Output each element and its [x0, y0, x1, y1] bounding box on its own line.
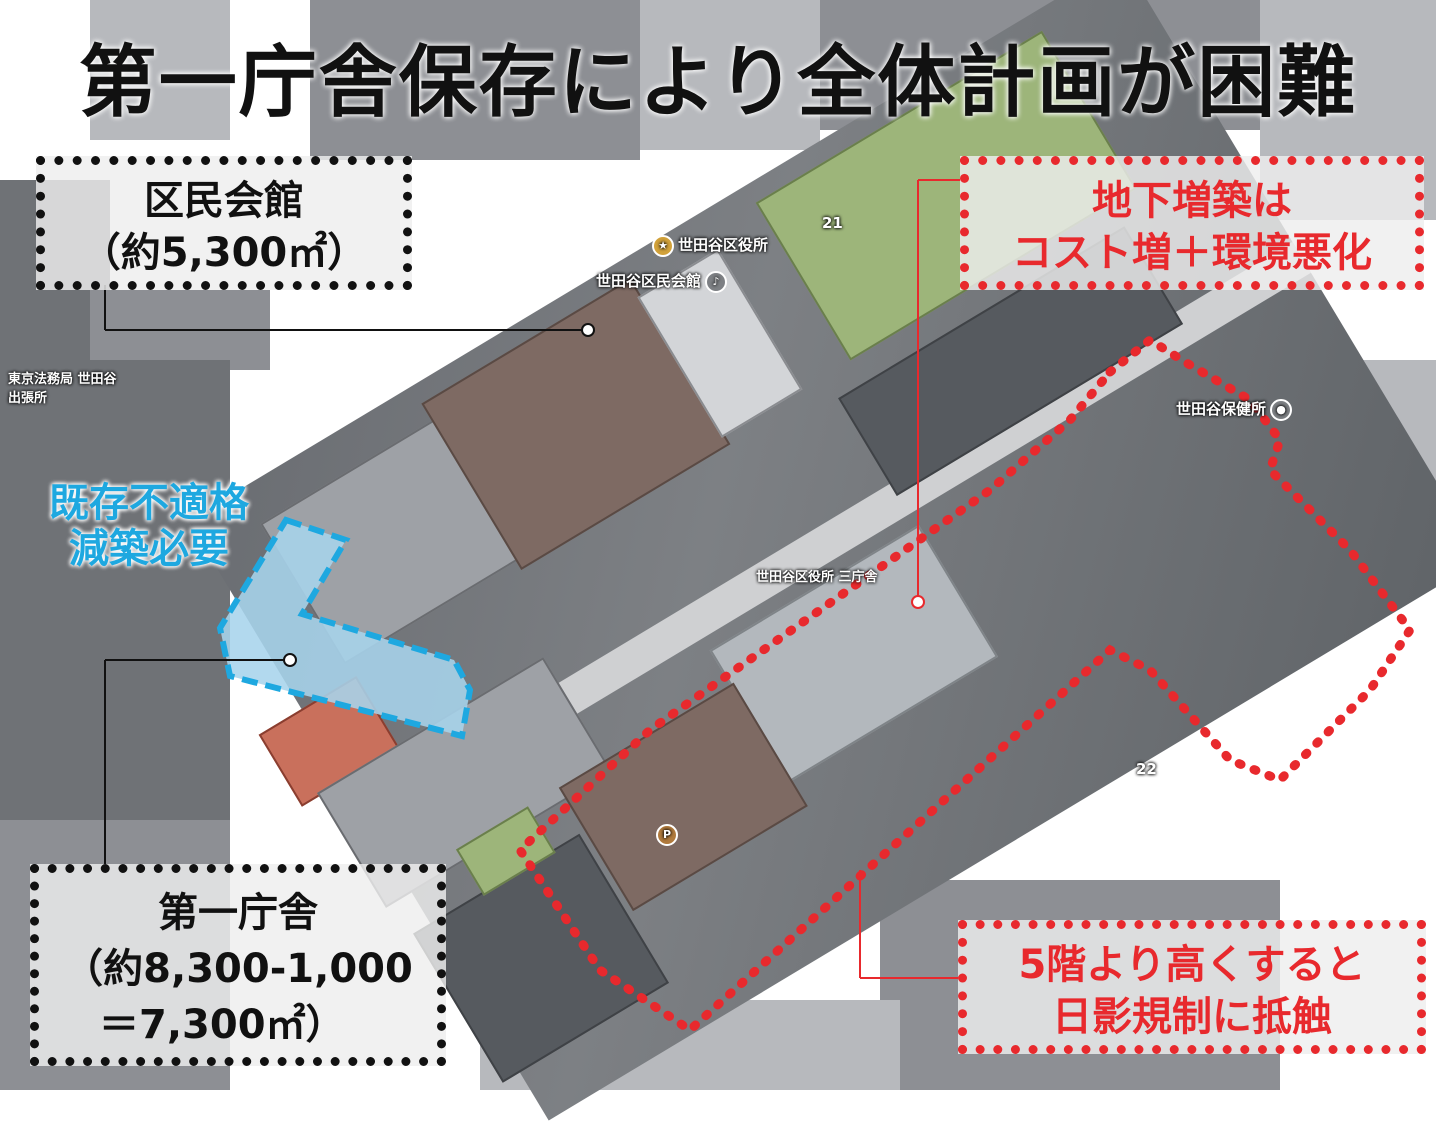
map-tile	[90, 0, 230, 140]
map-tile	[310, 0, 640, 160]
callout-daiichi-chosha: 第一庁舎 （約8,300-1,000 ＝7,300㎡）	[30, 864, 446, 1066]
map-label-health-center: 世田谷保健所●	[1176, 398, 1296, 421]
callout-line: （約5,300㎡）	[80, 230, 368, 276]
page-title: 第一庁舎保存により全体計画が困難	[78, 38, 1358, 128]
map-label-lot-21: 21	[822, 214, 843, 232]
leader-dot-underground	[911, 595, 925, 609]
map-tile	[0, 360, 230, 820]
leader-dot-daiichi	[283, 653, 297, 667]
map-label-legal-affairs: 東京法務局 世田谷出張所	[8, 372, 117, 406]
leader-dot-kumin	[581, 323, 595, 337]
callout-line: （約8,300-1,000	[63, 946, 413, 992]
callout-line: コスト増＋環境悪化	[1012, 230, 1372, 276]
cyan-line: 既存不適格	[49, 480, 249, 526]
map-label-ward-office: ★世田谷区役所	[652, 234, 768, 257]
callout-line: 区民会館	[144, 178, 304, 224]
callout-shadow-regulation: 5階より高くすると 日影規制に抵触	[958, 920, 1426, 1054]
callout-line: 第一庁舎	[158, 890, 318, 936]
map-tile	[640, 0, 820, 150]
star-icon: ★	[652, 234, 674, 257]
callout-line: 5階より高くすると	[1018, 942, 1366, 988]
parking-marker: P	[656, 824, 682, 846]
map-label-kumin-kaikan: 世田谷区民会館♪	[596, 270, 731, 293]
reduction-area	[216, 516, 474, 740]
callout-underground-extension: 地下増築は コスト増＋環境悪化	[960, 156, 1424, 290]
callout-line: ＝7,300㎡）	[99, 1002, 346, 1048]
parking-icon: P	[656, 824, 678, 846]
annotation-layer	[104, 179, 1416, 1036]
callout-kumin-kaikan: 区民会館 （約5,300㎡）	[36, 156, 412, 290]
location-icon: ●	[1270, 398, 1293, 421]
callout-line: 日影規制に抵触	[1052, 994, 1332, 1040]
callout-line: 地下増築は	[1092, 178, 1292, 224]
red-dotted-boundary	[514, 334, 1416, 1036]
cyan-line: 減築必要	[69, 526, 229, 572]
map-label-third-building: 世田谷区役所 三庁舎	[756, 570, 878, 585]
music-note-icon: ♪	[705, 270, 728, 293]
existing-nonconforming-label: 既存不適格 減築必要	[24, 480, 274, 572]
map-label-lot-22: 22	[1136, 760, 1157, 778]
